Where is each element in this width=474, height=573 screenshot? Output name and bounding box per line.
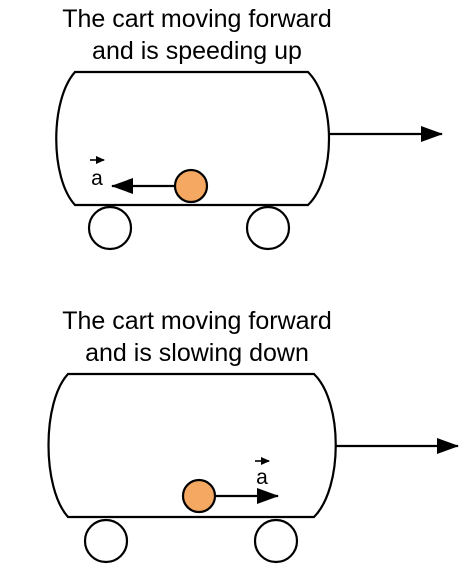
- acceleration-label: a: [256, 466, 268, 489]
- ball: [181, 478, 217, 514]
- acceleration-label: a: [91, 167, 103, 190]
- ball: [173, 168, 209, 204]
- caption-line2: and is slowing down: [85, 339, 309, 367]
- cart-body: [55, 70, 330, 207]
- cart-wheel-right: [253, 518, 299, 564]
- panel-speeding-up: The cart moving forward and is speeding …: [55, 5, 443, 251]
- cart-wheel-left: [87, 205, 133, 251]
- cart-wheel-left: [83, 518, 129, 564]
- caption-line2: and is speeding up: [92, 37, 302, 65]
- cart-wheel-right: [245, 205, 291, 251]
- caption-line1: The cart moving forward: [62, 5, 332, 33]
- panel-slowing-down: The cart moving forward and is slowing d…: [47, 307, 459, 564]
- caption-line1: The cart moving forward: [62, 307, 332, 335]
- cart-body: [47, 372, 337, 519]
